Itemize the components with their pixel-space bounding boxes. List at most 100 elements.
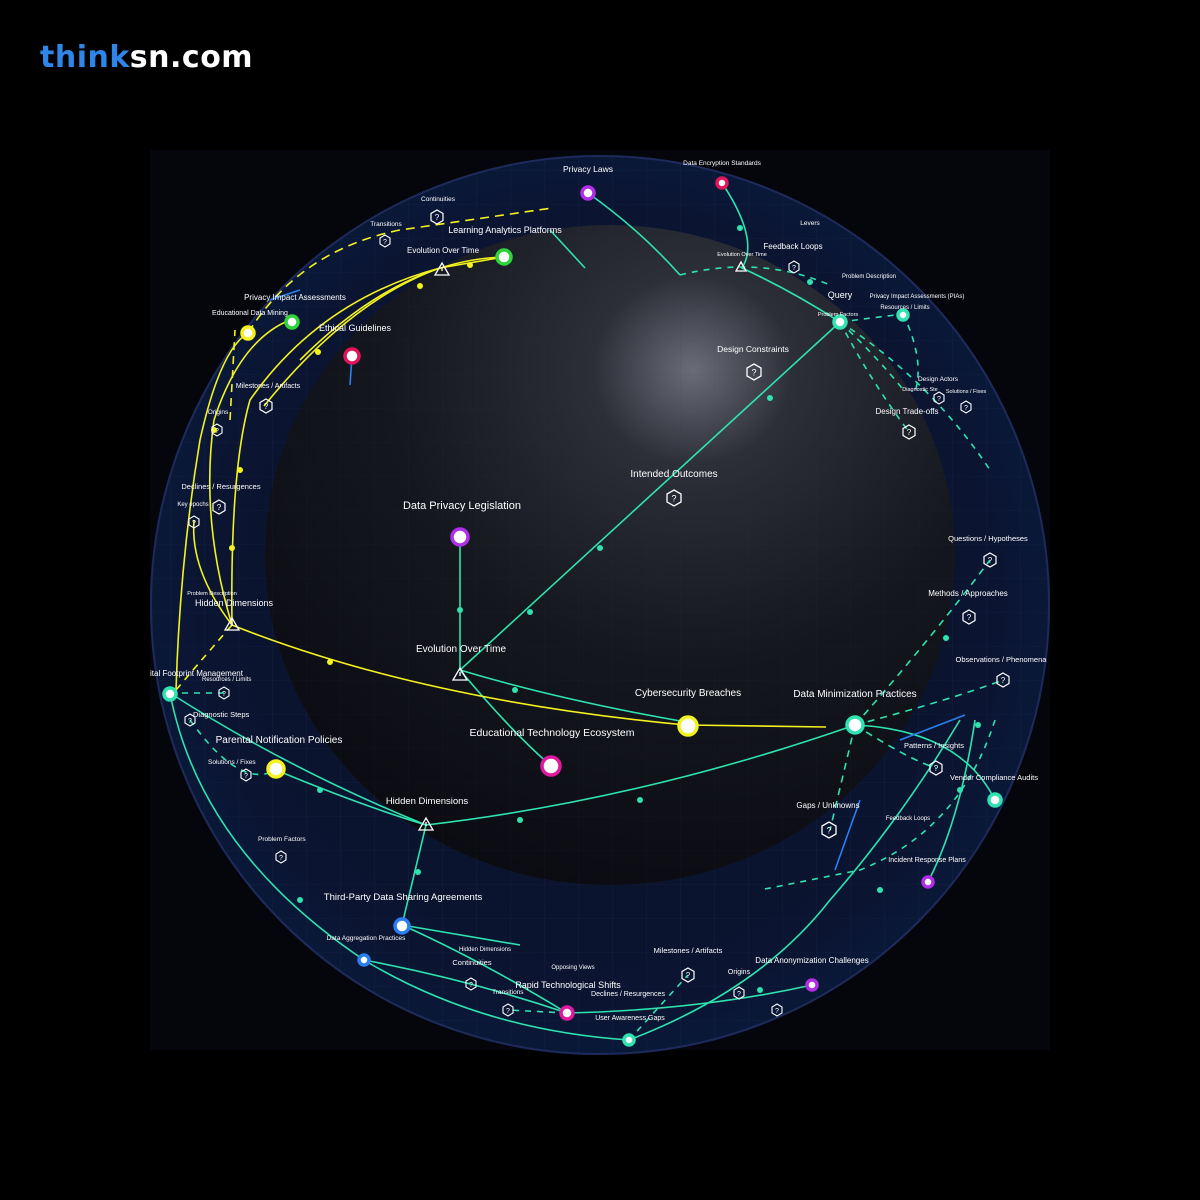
label-feedback-right: Feedback Loops: [886, 816, 930, 822]
edge-markers: [211, 225, 981, 993]
label-problem-factors-left: Problem Factors: [258, 836, 306, 843]
question-icon: ?: [902, 424, 916, 440]
node-vendor-audits[interactable]: [987, 792, 1003, 808]
node-parental-notification[interactable]: [266, 759, 286, 779]
svg-text:?: ?: [1001, 676, 1006, 685]
warning-icon: [223, 616, 241, 631]
question-icon: ?: [211, 423, 223, 437]
node-privacy-laws[interactable]: [580, 185, 596, 201]
warning-icon: [433, 261, 451, 276]
node-cybersecurity-breaches[interactable]: [677, 715, 699, 737]
node-data-minimization[interactable]: [845, 715, 865, 735]
label-query: Query: [828, 290, 853, 300]
question-icon: ?: [929, 760, 943, 776]
label-diagnostic-steps: Diagnostic Steps: [193, 710, 250, 719]
edge-query-tradeoffs: [839, 321, 910, 433]
label-design-constraints: Design Constraints: [717, 344, 789, 354]
node-edu-data-mining[interactable]: [240, 325, 256, 341]
question-icon: ?: [502, 1003, 514, 1017]
node-user-awareness[interactable]: [622, 1033, 636, 1047]
edge-top-rim-dash: [679, 266, 831, 286]
question-icon: ?: [184, 713, 196, 727]
svg-text:?: ?: [775, 1008, 779, 1015]
warning-nodes: [223, 260, 748, 831]
svg-text:?: ?: [469, 982, 473, 989]
brand-part-think: think: [40, 40, 130, 75]
edge-bottom-transitions: [507, 1009, 568, 1014]
label-cybersecurity-breaches: Cybersecurity Breaches: [635, 688, 741, 699]
node-data-privacy-legislation[interactable]: [450, 527, 470, 547]
svg-text:?: ?: [937, 396, 941, 403]
svg-text:?: ?: [506, 1008, 510, 1015]
label-feedback-top: Feedback Loops: [763, 242, 822, 251]
label-solutions-left: Solutions / Fixes: [208, 759, 256, 766]
edge-bottom-arc3: [401, 924, 568, 1014]
label-intended-outcomes: Intended Outcomes: [630, 469, 717, 480]
label-rapid-tech-shifts: Rapid Technological Shifts: [515, 980, 621, 990]
edge-query-pia: [839, 313, 904, 323]
question-icon: ?: [379, 234, 391, 248]
node-privacy-impact[interactable]: [284, 314, 300, 330]
node-ethical-guidelines[interactable]: [343, 347, 361, 365]
label-data-minimization: Data Minimization Practices: [793, 689, 916, 700]
outer-sphere-rim: [150, 155, 1050, 1055]
label-opposing-views: Opposing Views: [551, 965, 594, 971]
svg-text:?: ?: [383, 239, 387, 246]
node-third-party[interactable]: [393, 917, 411, 935]
label-declines-left: Declines / Resurgences: [181, 482, 260, 491]
edge-bottom-arc5: [628, 719, 961, 1041]
edge-incident: [927, 719, 976, 883]
label-third-party: Third-Party Data Sharing Agreements: [324, 892, 483, 903]
edge-hidden-bottom-to-dmp: [425, 724, 856, 826]
edge-dmp-gaps: [829, 724, 856, 831]
label-patterns-insights: Patterns / Insights: [904, 741, 964, 750]
svg-text:?: ?: [215, 428, 219, 435]
label-design-actors: Design Actors: [918, 376, 959, 383]
node-footprint-management[interactable]: [162, 686, 178, 702]
label-encryption: Data Encryption Standards: [683, 160, 761, 167]
edge-yellow-left2: [231, 256, 505, 626]
brand-part-sn: sn.com: [129, 40, 254, 75]
svg-text:?: ?: [188, 718, 192, 725]
node-incident-response[interactable]: [921, 875, 935, 889]
node-query[interactable]: [832, 314, 848, 330]
brand-logo[interactable]: thinksn.com: [40, 40, 253, 75]
label-evolution-small: Evolution Over Time: [717, 252, 767, 258]
label-incident-response: Incident Response Plans: [888, 857, 966, 864]
edge-evolution-to-edtech: [459, 669, 551, 766]
svg-text:?: ?: [435, 213, 440, 222]
edge-blue-pia: [269, 289, 301, 301]
question-nodes: ? ? ? ? ? ? ? ? ? ? ? ? ? ? ? ? ? ? ? ? …: [184, 209, 1010, 1017]
label-ethical-guidelines: Ethical Guidelines: [319, 323, 392, 333]
node-data-aggregation[interactable]: [357, 953, 371, 967]
node-learning-analytics[interactable]: [495, 248, 513, 266]
label-anonymization: Data Anonymization Challenges: [755, 956, 868, 965]
edge-thirdparty-right: [401, 924, 521, 946]
svg-text:?: ?: [244, 773, 248, 780]
svg-text:?: ?: [988, 556, 993, 565]
question-icon: ?: [681, 967, 695, 983]
label-origins-bottom: Origins: [728, 969, 751, 976]
edge-privacylaws-rim: [587, 192, 681, 276]
edge-query-actors: [839, 321, 906, 393]
svg-text:?: ?: [192, 520, 196, 527]
node-anonymization[interactable]: [805, 978, 819, 992]
circle-nodes[interactable]: [162, 176, 1003, 1047]
edge-dmp-questions: [854, 559, 991, 726]
node-pias[interactable]: [896, 308, 910, 322]
label-questions-hypotheses: Questions / Hypotheses: [948, 534, 1028, 543]
label-hidden-dimensions-bottom: Hidden Dimensions: [386, 796, 469, 807]
node-edtech-ecosystem[interactable]: [540, 755, 562, 777]
warning-icon: [734, 260, 748, 272]
edge-parental-to-hidden: [275, 769, 427, 826]
question-icon: ?: [465, 977, 477, 991]
node-rapid-tech-shifts[interactable]: [559, 1005, 575, 1021]
edge-yellow-epochs: [192, 519, 233, 626]
edge-query-right-rim: [839, 321, 991, 471]
question-icon: ?: [212, 499, 226, 515]
label-transitions-bottom: Transitions: [492, 989, 524, 996]
question-icon: ?: [666, 489, 682, 507]
label-key-epochs: Key epochs: [177, 502, 208, 508]
node-encryption-standards[interactable]: [715, 176, 729, 190]
